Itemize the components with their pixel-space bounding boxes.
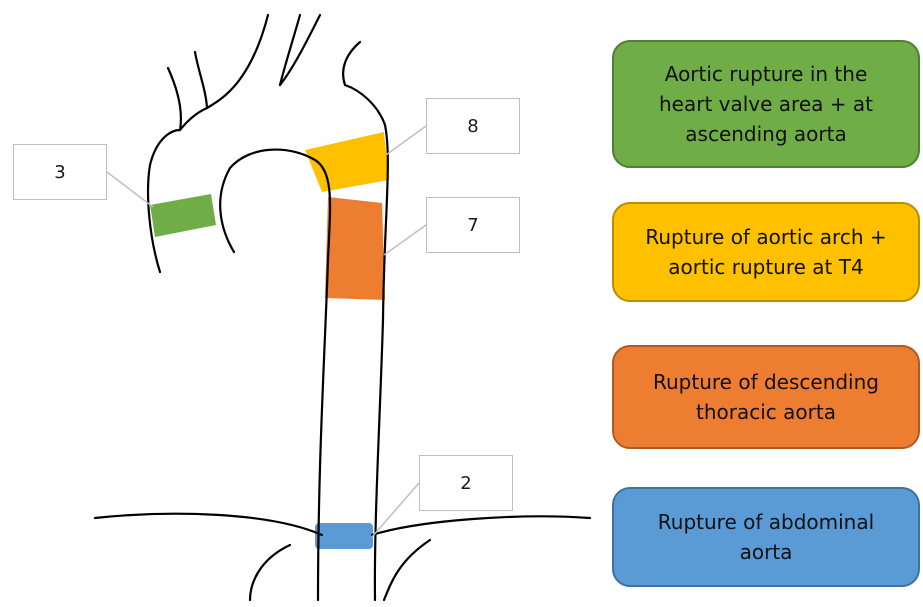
diaphragm-left-inner: [250, 545, 290, 600]
leader-8: [386, 126, 426, 155]
callout-box-8: 8: [426, 98, 520, 154]
diaphragm-left: [95, 514, 322, 535]
leader-3: [107, 172, 153, 207]
branch-1-right: [195, 52, 207, 108]
callout-box-7: 7: [426, 197, 520, 253]
branch-3-right: [343, 42, 360, 85]
legend-text: Aortic rupture in the heart valve area +…: [659, 59, 873, 149]
legend-descending-thoracic: Rupture of descending thoracic aorta: [612, 345, 920, 449]
band-green-ascending: [150, 194, 216, 237]
descending-outer-wall: [375, 125, 388, 600]
callout-number: 7: [467, 215, 478, 236]
legend-text: Rupture of abdominal aorta: [658, 507, 874, 567]
leader-7: [384, 225, 426, 255]
band-blue-abdominal: [315, 523, 373, 549]
legend-text: Rupture of aortic arch + aortic rupture …: [645, 222, 886, 282]
arch-top-2: [345, 85, 385, 125]
callout-number: 2: [460, 473, 471, 494]
band-orange-descending: [325, 197, 385, 300]
branch-2-left: [207, 15, 268, 108]
legend-text: Rupture of descending thoracic aorta: [653, 367, 879, 427]
callout-box-2: 2: [419, 455, 513, 511]
callout-number: 3: [54, 162, 65, 183]
arch-top-1: [180, 108, 207, 130]
branch-2-right: [280, 15, 300, 85]
branch-3-left: [280, 15, 320, 85]
diaphragm-right-inner: [384, 540, 430, 600]
callout-number: 8: [467, 116, 478, 137]
legend-aortic-arch: Rupture of aortic arch + aortic rupture …: [612, 202, 920, 302]
callout-box-3: 3: [13, 144, 107, 200]
branch-1-left: [168, 68, 181, 130]
diaphragm-right-outer: [372, 516, 590, 535]
legend-ascending-aorta: Aortic rupture in the heart valve area +…: [612, 40, 920, 168]
legend-abdominal: Rupture of abdominal aorta: [612, 487, 920, 587]
